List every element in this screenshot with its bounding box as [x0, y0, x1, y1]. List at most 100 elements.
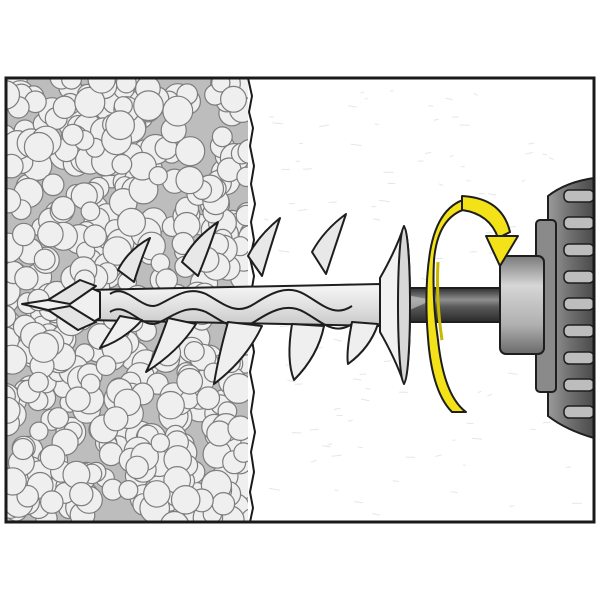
- insulation-bead: [80, 201, 101, 222]
- plaster-speck: [487, 393, 493, 397]
- plaster-speck: [374, 123, 379, 125]
- thread-1: [99, 315, 143, 349]
- plaster-speck: [477, 390, 482, 394]
- insulation-bead: [176, 367, 204, 395]
- insulation-bead: [125, 455, 149, 480]
- plaster-speck: [473, 92, 478, 96]
- chuck-grip-ridge: [563, 297, 595, 311]
- insulation-bead: [6, 304, 17, 329]
- plaster-speck: [471, 437, 483, 440]
- anchor-threads-front: [99, 315, 379, 385]
- insulation-bead: [220, 85, 248, 113]
- plaster-speck: [466, 179, 471, 182]
- plaster-speck: [509, 505, 515, 507]
- insulation-bead: [6, 396, 21, 424]
- plaster-speck: [487, 193, 497, 196]
- insulation-bead: [65, 386, 91, 412]
- insulation-bead: [103, 406, 129, 432]
- insulation-bead: [233, 442, 248, 463]
- plaster-speck: [365, 387, 371, 390]
- plaster-speck: [272, 122, 284, 125]
- plaster-speck: [334, 489, 339, 492]
- plaster-speck: [392, 480, 399, 483]
- chuck-grip-ridge: [563, 270, 595, 284]
- plaster-speck: [319, 124, 330, 128]
- chuck-grip-ridge: [563, 216, 595, 230]
- plaster-speck: [279, 325, 289, 328]
- anchor-tip-wing: [47, 279, 97, 305]
- insulation-bead: [74, 86, 106, 119]
- insulation-bead: [236, 166, 248, 188]
- chuck-grip-ridge: [563, 324, 595, 338]
- insulation-bead: [6, 467, 27, 496]
- insulation-bead: [11, 222, 36, 247]
- plaster-speck: [508, 372, 518, 375]
- insulation-bead: [39, 490, 64, 514]
- plaster-speck: [348, 105, 357, 108]
- insulation-bead: [175, 136, 206, 167]
- insulation-bead: [143, 480, 171, 508]
- plaster-speck: [508, 226, 517, 228]
- insulation-bead: [50, 195, 76, 221]
- insulation-bead: [105, 110, 135, 141]
- insulation-bead: [27, 371, 49, 393]
- rotation-arrow-head: [485, 235, 519, 267]
- insulation-bead: [11, 437, 34, 461]
- insulation-bead: [183, 341, 205, 363]
- chuck-grip-ridge: [563, 189, 595, 203]
- plaster-speck: [347, 419, 353, 422]
- plaster-speck: [425, 151, 432, 155]
- plaster-speck: [428, 105, 434, 107]
- plaster-speck: [372, 513, 380, 516]
- anchor-tip-wing-lower: [47, 305, 97, 331]
- insulation-bead: [14, 266, 39, 291]
- insulation-bead: [39, 444, 66, 471]
- insulation-bead: [162, 95, 194, 127]
- plaster-speck: [333, 407, 341, 410]
- spiral-anchor: [21, 213, 411, 385]
- plaster-speck: [264, 218, 269, 221]
- plaster-speck: [360, 91, 364, 94]
- insulation-bead: [235, 204, 248, 227]
- insulation-bead: [111, 153, 133, 175]
- anchor-flange-rim: [397, 226, 411, 384]
- plaster-speck: [460, 165, 465, 168]
- anchor-threads-back: [117, 213, 347, 283]
- insulation-bead: [6, 344, 28, 375]
- insulation-bead: [211, 78, 231, 93]
- insulation-bead: [47, 407, 70, 429]
- plaster-speck: [331, 454, 342, 457]
- plaster-speck: [327, 443, 333, 446]
- insulation-bead: [175, 165, 204, 195]
- insulation-bead: [83, 224, 107, 249]
- plaster-speck: [383, 360, 392, 363]
- plaster-speck: [309, 428, 319, 431]
- plaster-speck: [360, 398, 370, 402]
- plaster-speck: [372, 218, 381, 221]
- rotation-arrow-shade: [436, 261, 444, 341]
- insulation-bead: [23, 131, 55, 163]
- insulation-bead: [155, 268, 178, 291]
- diagram-frame: [4, 76, 596, 524]
- insulation-bead: [33, 248, 56, 271]
- plaster-speck: [438, 183, 444, 187]
- plaster-speck: [299, 142, 304, 145]
- insulation-bead: [237, 139, 248, 164]
- plaster-speck: [452, 116, 459, 118]
- plaster-speck: [445, 97, 453, 100]
- plaster-speck: [435, 454, 442, 457]
- plaster-speck: [542, 421, 551, 424]
- thread-4: [288, 323, 325, 381]
- insulation-bead: [61, 123, 84, 146]
- insulation-bead: [227, 415, 248, 441]
- chuck-grip-ridge: [563, 405, 595, 419]
- insulation-bead: [148, 165, 168, 186]
- plaster-speck: [298, 208, 307, 212]
- rotation-arrow-back: [425, 197, 471, 413]
- chuck-grip-ridge: [563, 351, 595, 365]
- insulation-bead: [211, 126, 233, 148]
- plaster-speck: [287, 379, 297, 383]
- insulation-bead: [118, 480, 139, 501]
